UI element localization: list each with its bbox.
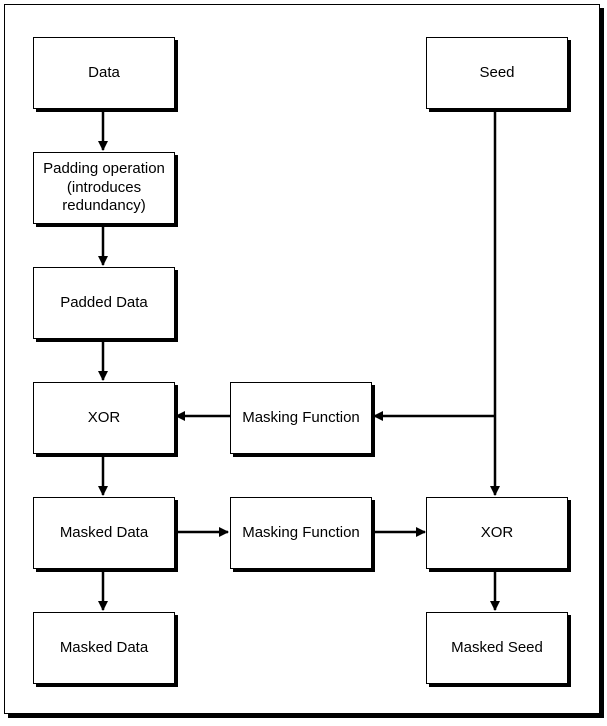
seed-label: Seed [479, 63, 515, 81]
xor-right-box: XOR [426, 497, 568, 569]
padding-operation-box: Padding operation (introduces redundancy… [33, 152, 175, 224]
masked-data-box: Masked Data [33, 497, 175, 569]
padding-operation-label: Padding operation (introduces redundancy… [43, 159, 165, 215]
masking-function-top-box: Masking Function [230, 382, 372, 454]
masking-function-bottom-label: Masking Function [242, 523, 360, 541]
masked-data-output-label: Masked Data [59, 638, 149, 656]
masked-data-label: Masked Data [59, 523, 149, 541]
masking-function-top-label: Masking Function [242, 408, 360, 426]
padded-data-box: Padded Data [33, 267, 175, 339]
data-box: Data [33, 37, 175, 109]
seed-box: Seed [426, 37, 568, 109]
xor-left-box: XOR [33, 382, 175, 454]
data-label: Data [88, 63, 120, 81]
masked-seed-label: Masked Seed [451, 638, 543, 656]
xor-right-label: XOR [480, 523, 514, 541]
masking-function-bottom-box: Masking Function [230, 497, 372, 569]
masked-data-output-box: Masked Data [33, 612, 175, 684]
xor-left-label: XOR [87, 408, 121, 426]
padded-data-label: Padded Data [60, 293, 148, 311]
masked-seed-box: Masked Seed [426, 612, 568, 684]
